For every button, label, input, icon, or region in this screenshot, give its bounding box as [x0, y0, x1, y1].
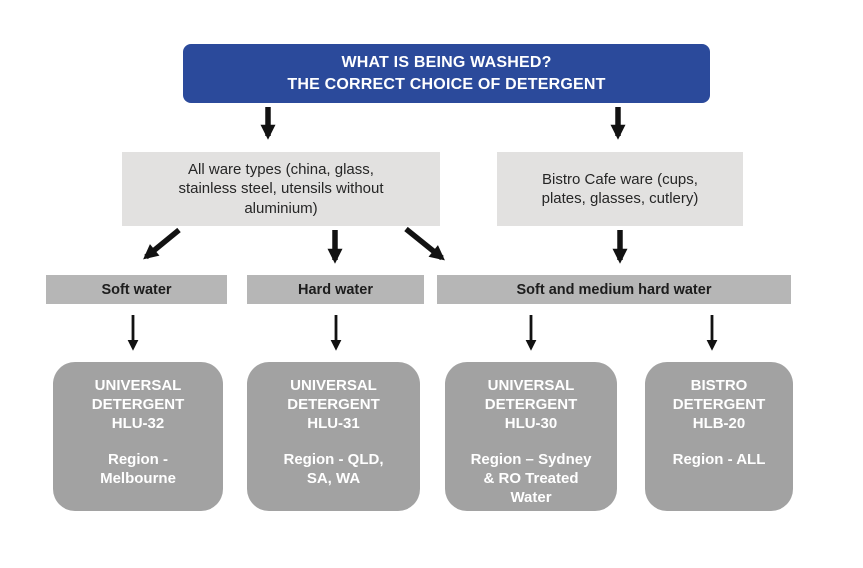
detergent-product-name: UNIVERSAL DETERGENT — [484, 377, 578, 413]
ware-box-all-ware-types: All ware types (china, glass, stainless … — [122, 152, 440, 226]
detergent-product-name: UNIVERSAL DETERGENT — [91, 377, 185, 413]
detergent-box-hlu-31: UNIVERSAL DETERGENT HLU-31 Region - QLD,… — [247, 362, 420, 511]
detergent-region: Region - Melbourne — [100, 451, 176, 487]
flowchart-title-box: WHAT IS BEING WASHED? THE CORRECT CHOICE… — [183, 44, 710, 103]
detergent-region: Region - QLD, SA, WA — [283, 451, 384, 487]
water-bar-soft-and-medium-hard-water: Soft and medium hard water — [437, 275, 791, 304]
detergent-region: Region – Sydney & RO Treated Water — [470, 451, 592, 506]
detergent-code: HLB-20 — [692, 415, 746, 432]
detergent-code: HLU-32 — [111, 415, 165, 432]
water-bar-soft-water: Soft water — [46, 275, 227, 304]
arrow-all-ware-to-medium-hard-water — [404, 226, 445, 261]
arrow-all-ware-to-soft-water — [143, 227, 181, 260]
detergent-box-hlu-30: UNIVERSAL DETERGENT HLU-30 Region – Sydn… — [445, 362, 617, 511]
detergent-box-hlu-32: UNIVERSAL DETERGENT HLU-32 Region - Melb… — [53, 362, 223, 511]
flowchart-title-line1: WHAT IS BEING WASHED? — [341, 53, 552, 71]
flowchart-title-line2: THE CORRECT CHOICE OF DETERGENT — [287, 75, 606, 93]
detergent-region: Region - ALL — [672, 451, 766, 468]
detergent-code: HLU-31 — [307, 415, 360, 432]
ware-box-all-ware-types-label: All ware types (china, glass, stainless … — [178, 160, 384, 217]
detergent-box-hlb-20: BISTRO DETERGENT HLB-20 Region - ALL — [645, 362, 793, 511]
water-bar-soft-and-medium-hard-water-label: Soft and medium hard water — [516, 281, 712, 298]
detergent-code: HLU-30 — [504, 415, 558, 432]
water-bar-soft-water-label: Soft water — [101, 281, 172, 298]
water-bar-hard-water: Hard water — [247, 275, 424, 304]
water-bar-hard-water-label: Hard water — [298, 281, 373, 298]
detergent-product-name: UNIVERSAL DETERGENT — [287, 377, 380, 413]
ware-box-bistro-cafe-ware-label: Bistro Cafe ware (cups, plates, glasses,… — [541, 170, 699, 208]
detergent-product-name: BISTRO DETERGENT — [672, 377, 766, 413]
ware-box-bistro-cafe-ware: Bistro Cafe ware (cups, plates, glasses,… — [497, 152, 743, 226]
